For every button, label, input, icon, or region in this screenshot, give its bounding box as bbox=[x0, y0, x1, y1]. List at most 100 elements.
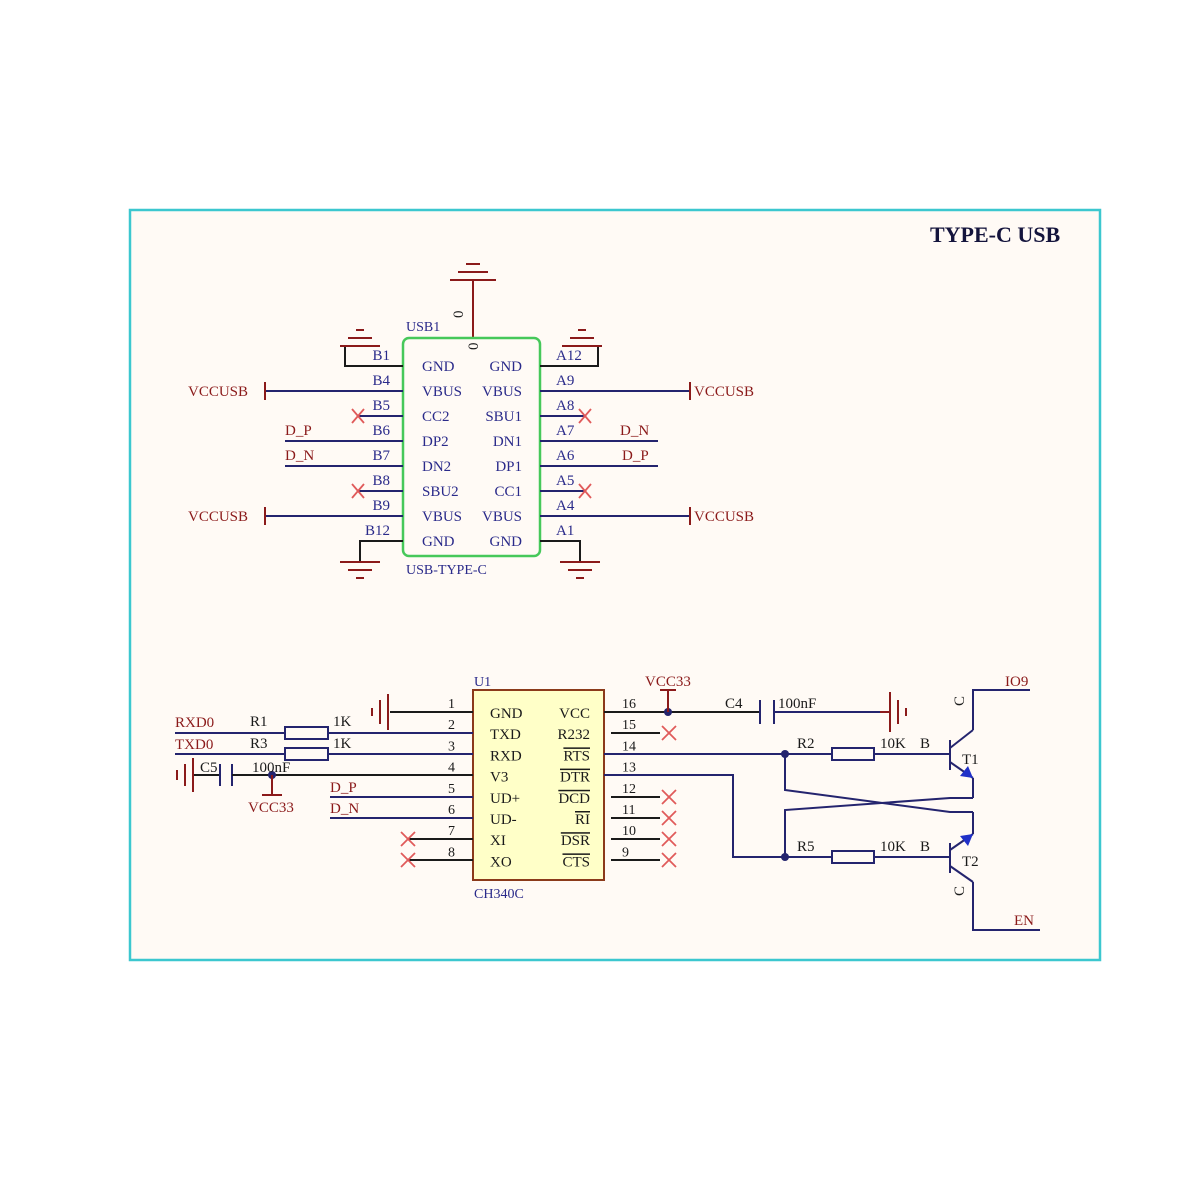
r5-resistor bbox=[831, 850, 875, 864]
net-label-vccusb-right-top: VCCUSB bbox=[694, 384, 754, 400]
net-label-rxd0: RXD0 bbox=[175, 715, 214, 731]
u1-pin-number: 1 bbox=[448, 697, 455, 712]
net-label-d-p-right: D_P bbox=[622, 448, 649, 464]
usb-pin-number: A5 bbox=[556, 473, 574, 489]
t2-collector-label: C bbox=[952, 886, 968, 896]
u1-pin-name: DCD bbox=[558, 791, 590, 807]
u1-pin-number: 5 bbox=[448, 782, 455, 797]
net-label-txd0: TXD0 bbox=[175, 737, 213, 753]
no-connect-ri bbox=[661, 810, 677, 826]
usb-pin-name: CC1 bbox=[494, 484, 522, 500]
no-connect-r232 bbox=[661, 725, 677, 741]
usb-designator: USB1 bbox=[406, 320, 440, 335]
u1-pin-name: VCC bbox=[559, 706, 590, 722]
usb-pin-number: A6 bbox=[556, 448, 575, 464]
c5-value: 100nF bbox=[252, 760, 290, 776]
usb-part-name: USB-TYPE-C bbox=[406, 563, 487, 578]
usb-pin-number: A7 bbox=[556, 423, 575, 439]
usb-pin-number: A1 bbox=[556, 523, 574, 539]
r3-value: 1K bbox=[333, 736, 352, 752]
usb-pin-name: GND bbox=[490, 534, 523, 550]
usb-pin-number: B8 bbox=[372, 473, 390, 489]
net-label-d-n-left: D_N bbox=[285, 448, 314, 464]
net-label-io9: IO9 bbox=[1005, 674, 1028, 690]
u1-pin-number: 11 bbox=[622, 803, 635, 818]
usb-pin-name: DN1 bbox=[493, 434, 522, 450]
u1-pin-number: 14 bbox=[622, 739, 636, 754]
ground-symbol-b1 bbox=[340, 329, 380, 347]
no-connect-xo bbox=[400, 852, 416, 868]
r3-ref: R3 bbox=[250, 736, 268, 752]
c5-ref: C5 bbox=[200, 760, 218, 776]
usb-pin-number: A9 bbox=[556, 373, 574, 389]
ground-symbol-c5 bbox=[176, 758, 194, 792]
ch340-body bbox=[472, 689, 605, 881]
u1-pin-number: 7 bbox=[448, 824, 455, 839]
c4-ref: C4 bbox=[725, 696, 743, 712]
ch340c-circuit: U1 CH340C RXD0 TXD0 R1 1K R3 1K bbox=[175, 674, 1040, 931]
shield-pin-inner: 0 bbox=[466, 343, 482, 351]
usb-pin-name: CC2 bbox=[422, 409, 450, 425]
usb-pin-name: GND bbox=[422, 534, 455, 550]
net-label-d-n-right: D_N bbox=[620, 423, 649, 439]
ground-symbol-u1 bbox=[371, 694, 389, 730]
transistor-t2: T2 C EN bbox=[949, 812, 1040, 931]
usb-pin-name: DP2 bbox=[422, 434, 449, 450]
t2-ref: T2 bbox=[962, 854, 979, 870]
r1-ref: R1 bbox=[250, 714, 268, 730]
t1-base-label: B bbox=[920, 736, 930, 752]
ground-symbol-shield bbox=[450, 263, 496, 338]
net-label-vcc33-c5: VCC33 bbox=[248, 800, 294, 816]
t1-collector-label: C bbox=[952, 696, 968, 706]
transistor-t1: T1 C IO9 bbox=[949, 674, 1030, 798]
net-label-en: EN bbox=[1014, 913, 1034, 929]
no-connect-dcd bbox=[661, 789, 677, 805]
usb-pin-number: B4 bbox=[372, 373, 390, 389]
usb-pin-name: DN2 bbox=[422, 459, 451, 475]
u1-pin-number: 2 bbox=[448, 718, 455, 733]
r3-resistor bbox=[284, 747, 329, 761]
u1-pin-number: 9 bbox=[622, 845, 629, 860]
net-label-vccusb-left-top: VCCUSB bbox=[188, 384, 248, 400]
usb-pin-number: A8 bbox=[556, 398, 574, 414]
usb-pin-name: DP1 bbox=[495, 459, 522, 475]
t2-base-label: B bbox=[920, 839, 930, 855]
net-label-d-n-u1: D_N bbox=[330, 801, 359, 817]
shield-pin-number: 0 bbox=[451, 311, 467, 319]
ground-symbol-a12 bbox=[562, 329, 602, 347]
usb-pin-number: B6 bbox=[372, 423, 390, 439]
net-label-vcc33-u1: VCC33 bbox=[645, 674, 691, 690]
u1-pin-number: 16 bbox=[622, 697, 636, 712]
ground-symbol-c4 bbox=[889, 692, 907, 732]
no-connect-cts bbox=[661, 852, 677, 868]
no-connect-a8 bbox=[578, 408, 592, 424]
u1-designator: U1 bbox=[474, 675, 491, 690]
u1-pin-name: RI bbox=[575, 812, 590, 828]
usb-pin-number: B5 bbox=[372, 398, 390, 414]
usb-pin-name: SBU2 bbox=[422, 484, 459, 500]
r1-value: 1K bbox=[333, 714, 352, 730]
u1-pin-name: V3 bbox=[490, 770, 508, 786]
u1-pin-number: 4 bbox=[448, 761, 455, 776]
sheet-title: TYPE-C USB bbox=[930, 222, 1061, 247]
ground-symbol-a1 bbox=[560, 561, 600, 579]
usb-pin-number: A4 bbox=[556, 498, 575, 514]
r2-resistor bbox=[831, 747, 875, 761]
u1-pin-name: R232 bbox=[557, 727, 590, 743]
ch340-part-name: CH340C bbox=[474, 887, 524, 902]
no-connect-b8 bbox=[351, 483, 365, 499]
u1-pin-name: TXD bbox=[490, 727, 521, 743]
no-connect-dsr bbox=[661, 831, 677, 847]
u1-pin-number: 8 bbox=[448, 845, 455, 860]
u1-pin-number: 6 bbox=[448, 803, 455, 818]
net-label-vccusb-left-bottom: VCCUSB bbox=[188, 509, 248, 525]
usb-right-pins: A12GNDA9VBUSA8SBU1A7DN1A6DP1A5CC1A4VBUSA… bbox=[482, 348, 582, 550]
no-connect-xi bbox=[400, 831, 416, 847]
u1-pin-name: DTR bbox=[560, 770, 590, 786]
u1-pin-name: CTS bbox=[562, 854, 590, 870]
usb-connector: 0 USB1 0 USB-TYPE-C bbox=[188, 263, 754, 579]
u1-pin-name: XI bbox=[490, 833, 506, 849]
